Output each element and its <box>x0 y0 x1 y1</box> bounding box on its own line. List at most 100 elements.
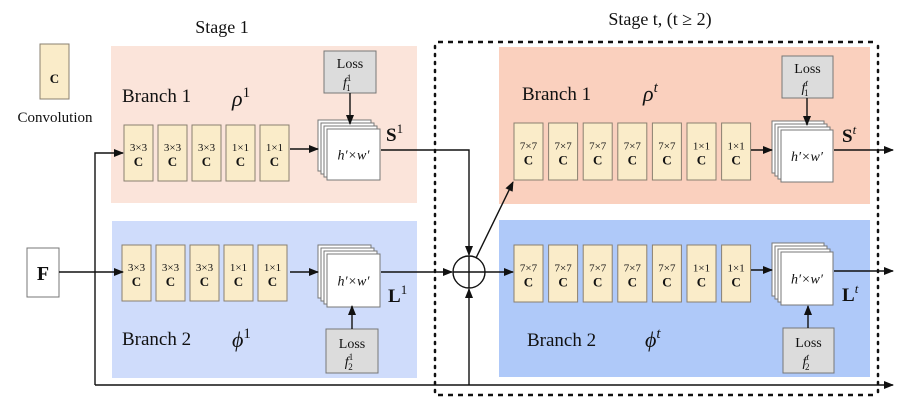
stage-t-output-S: St <box>842 122 857 147</box>
conv-layer: 1×1C <box>225 124 256 182</box>
stage1-title: Stage 1 <box>195 17 249 37</box>
conv-layer: 7×7C <box>513 122 544 181</box>
conv-layer: 7×7C <box>651 244 682 303</box>
stage-t-branch2-feature-maps: h′×w′ <box>771 242 834 306</box>
stage1-branch2-feature-maps: h′×w′ <box>317 244 381 308</box>
svg-text:Loss: Loss <box>337 57 363 72</box>
conv-kernel-size: 1×1 <box>693 263 710 275</box>
stage-t-branch1-layers: 7×7C7×7C7×7C7×7C7×7C1×1C1×1C <box>513 122 752 181</box>
conv-op: C <box>268 274 277 289</box>
conv-op: C <box>697 153 706 168</box>
conv-layer: 1×1C <box>721 122 752 181</box>
conv-kernel-size: 7×7 <box>520 141 538 153</box>
stage-t-frame <box>433 40 880 397</box>
legend-conv-symbol: C <box>50 71 59 86</box>
legend-conv-block <box>39 43 70 100</box>
conv-op: C <box>662 153 671 168</box>
arrow-S1-to-sum <box>381 149 473 256</box>
conv-layer: 1×1C <box>686 244 717 303</box>
conv-kernel-size: 1×1 <box>232 142 249 154</box>
stage1-output-L: L1 <box>388 282 407 307</box>
conv-kernel-size: 3×3 <box>130 142 148 154</box>
svg-text:Loss: Loss <box>795 336 821 351</box>
stage1-branch1-layers: 3×3C3×3C3×3C1×1C1×1C <box>123 124 290 182</box>
conv-kernel-size: 7×7 <box>554 141 572 153</box>
conv-layer: 7×7C <box>582 122 613 181</box>
conv-kernel-size: 1×1 <box>727 263 744 275</box>
sum-node <box>452 255 486 289</box>
conv-kernel-size: 1×1 <box>727 141 744 153</box>
conv-layer: 3×3C <box>121 244 152 302</box>
conv-kernel-size: 7×7 <box>624 263 642 275</box>
conv-kernel-size: 1×1 <box>264 262 281 274</box>
svg-text:ft2: ft2 <box>803 352 810 372</box>
stage1-branch2-name: Branch 2 <box>122 329 191 350</box>
conv-layer: 1×1C <box>223 244 254 302</box>
stage1-branch2-func: ϕ1 <box>232 326 251 352</box>
conv-layer: 7×7C <box>548 244 579 303</box>
conv-kernel-size: 7×7 <box>589 263 607 275</box>
stage-t-branch1-func: ρt <box>642 80 659 106</box>
conv-kernel-size: 7×7 <box>624 141 642 153</box>
conv-op: C <box>558 153 567 168</box>
conv-kernel-size: 7×7 <box>554 263 572 275</box>
feature-map-size: h′×w′ <box>791 273 824 288</box>
conv-op: C <box>558 275 567 290</box>
stage-t-title: Stage t, (t ≥ 2) <box>608 9 711 30</box>
conv-layer: 1×1C <box>721 244 752 303</box>
connections <box>59 93 894 389</box>
stage1-output-S: S1 <box>386 121 403 146</box>
legend: C Convolution <box>17 43 93 126</box>
conv-kernel-size: 3×3 <box>198 142 216 154</box>
conv-op: C <box>166 274 175 289</box>
conv-layer: 7×7C <box>617 122 648 181</box>
conv-op: C <box>168 154 177 169</box>
stage1-branch1-func: ρ1 <box>231 85 250 111</box>
conv-op: C <box>697 275 706 290</box>
arrow-F-to-branch1 <box>94 149 124 385</box>
svg-text:F: F <box>37 263 49 285</box>
conv-layer: 7×7C <box>548 122 579 181</box>
feature-map-size: h′×w′ <box>791 150 824 165</box>
feature-map-size: h′×w′ <box>338 149 371 164</box>
conv-layer: 3×3C <box>191 124 222 182</box>
conv-layer: 7×7C <box>617 244 648 303</box>
conv-layer: 7×7C <box>513 244 544 303</box>
conv-op: C <box>628 275 637 290</box>
conv-op: C <box>200 274 209 289</box>
conv-op: C <box>628 153 637 168</box>
legend-conv-label: Convolution <box>17 110 93 126</box>
arrow-sum-to-branch1 <box>475 181 514 259</box>
conv-layer: 3×3C <box>157 124 188 182</box>
input-F: F <box>26 247 60 298</box>
conv-op: C <box>236 154 245 169</box>
feature-map-layer <box>326 128 381 181</box>
conv-kernel-size: 7×7 <box>589 141 607 153</box>
conv-op: C <box>524 275 533 290</box>
svg-text:f11: f11 <box>343 73 351 93</box>
conv-kernel-size: 1×1 <box>693 141 710 153</box>
stage-t-branch1-feature-maps: h′×w′ <box>771 120 834 183</box>
stage-t-branch2-name: Branch 2 <box>527 330 596 351</box>
conv-layer: 7×7C <box>651 122 682 181</box>
conv-layer: 3×3C <box>123 124 154 182</box>
conv-kernel-size: 1×1 <box>266 142 283 154</box>
conv-kernel-size: 7×7 <box>658 263 676 275</box>
stage-t-output-L: Lt <box>842 281 859 306</box>
stage-t-branch1-name: Branch 1 <box>522 84 591 105</box>
svg-text:f12: f12 <box>345 352 353 372</box>
conv-layer: 3×3C <box>155 244 186 302</box>
conv-kernel-size: 7×7 <box>520 263 538 275</box>
conv-layer: 1×1C <box>259 124 290 182</box>
conv-op: C <box>593 275 602 290</box>
stage1-branch1-name: Branch 1 <box>122 86 191 107</box>
conv-layer: 3×3C <box>189 244 220 302</box>
feature-map-layer <box>780 129 834 183</box>
stage-t-branch2-layers: 7×7C7×7C7×7C7×7C7×7C1×1C1×1C <box>513 244 752 303</box>
conv-layer: 1×1C <box>257 244 288 302</box>
conv-op: C <box>662 275 671 290</box>
